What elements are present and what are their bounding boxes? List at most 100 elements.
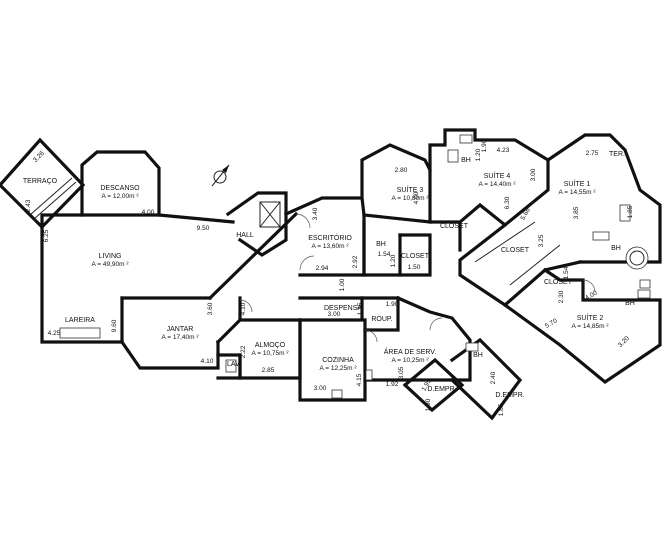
dimension: 2.30	[558, 290, 565, 303]
room-name: CLOSET	[440, 223, 469, 230]
dimension: 1.90	[481, 139, 488, 152]
room-name: SUÍTE 1	[564, 179, 591, 188]
tank	[365, 369, 373, 381]
door-almoco	[239, 299, 253, 313]
suite2-wall	[502, 267, 662, 384]
door-suite2	[582, 279, 596, 293]
room-name: TERRAÇO	[23, 178, 58, 185]
dimension: 1.20	[475, 148, 482, 161]
room-area: A = 14,55m ²	[558, 189, 596, 196]
dimension: 5.66	[520, 207, 533, 222]
room-area: A = 14,85m ²	[571, 323, 609, 330]
dimension: 3.40	[312, 207, 319, 220]
room-area: A = 13,60m ²	[311, 243, 349, 250]
dimension: 4.15	[356, 373, 363, 386]
room-name: CLOSET	[501, 247, 530, 254]
dimension: 4.23	[497, 147, 510, 154]
bh-s4-sink	[459, 134, 473, 144]
dimension: 4.10	[240, 302, 247, 315]
terraco-rail	[29, 177, 73, 216]
room-name: BH	[625, 300, 635, 307]
door-roup	[364, 329, 378, 343]
north-arrow-icon	[211, 164, 230, 187]
room-area: A = 12,25m ²	[319, 365, 357, 372]
dimension: 3.85	[573, 206, 580, 219]
dimension: 6.30	[504, 196, 511, 209]
room-name: LAREIRA	[65, 317, 95, 324]
room-name: BH	[611, 245, 621, 252]
dimension: 4.00	[142, 209, 155, 216]
room-area: A = 10,25m ²	[391, 357, 429, 364]
cozinha-sink	[331, 389, 343, 399]
bh-serv-sink	[465, 342, 479, 352]
almoco-wall	[215, 296, 242, 345]
elevator-x	[259, 201, 281, 228]
roup-wall	[360, 296, 400, 332]
room-name: ÁREA DE SERV.	[384, 347, 437, 356]
descanso-wall	[80, 150, 161, 217]
dimension: 1.20	[390, 254, 397, 267]
dimension: 3.20	[617, 335, 631, 349]
room-name: D.EMPR.	[495, 392, 524, 399]
dimension: 1.85	[627, 205, 634, 218]
bh-s2-wc	[639, 279, 651, 289]
dimension: 2.22	[240, 345, 247, 358]
room-name: HALL	[236, 232, 254, 239]
bathtub	[625, 246, 649, 270]
dimension: 2.43	[25, 199, 32, 212]
room-area: A = 14,40m ²	[478, 181, 516, 188]
room-area: A = 10,75m ²	[251, 350, 289, 357]
area-serv-wall	[363, 295, 472, 382]
room-area: A = 10,80m ²	[391, 195, 429, 202]
closet-shelf	[474, 221, 536, 263]
living-diag-wall	[207, 211, 299, 301]
dimension: 2.92	[352, 255, 359, 268]
wc-empr-wall	[402, 357, 465, 413]
suite4-wall	[428, 128, 550, 228]
room-name: D.EMPR.	[427, 386, 456, 393]
room-name: BH	[473, 352, 483, 359]
room-name: DESCANSO	[100, 185, 140, 192]
room-name: ESCRITÓRIO	[308, 233, 352, 242]
room-name: JANTAR	[167, 326, 194, 333]
dimension: 2.40	[490, 371, 497, 384]
hall-wall	[225, 191, 288, 257]
room-name: SUÍTE 4	[484, 171, 511, 180]
room-name: LAV.	[227, 361, 241, 368]
bathtub-inner	[629, 250, 645, 266]
suite1-wall	[545, 133, 662, 264]
bh-s3-wall	[362, 220, 402, 277]
room-name: ROUP.	[371, 316, 392, 323]
dimension: 2.80	[395, 167, 408, 174]
room-name: DESPENSA	[324, 305, 362, 312]
dimension: 1.00	[339, 278, 346, 291]
room-area: A = 12,00m ²	[101, 193, 139, 200]
door-escritorio	[299, 255, 315, 271]
room-name: LIVING	[99, 253, 122, 260]
dimension: 3.05	[398, 366, 405, 379]
dimension: 2.75	[586, 150, 599, 157]
bh-s1-wc	[619, 204, 631, 222]
dimension: 3.00	[328, 311, 341, 318]
dimension: 4.00	[413, 191, 420, 204]
dimension: 1.90	[425, 398, 432, 411]
escritorio-wall	[283, 196, 366, 277]
room-name: SUÍTE 3	[397, 185, 424, 194]
room-area: A = 17,40m ²	[161, 334, 199, 341]
door-hall	[295, 213, 311, 229]
living-wall	[40, 213, 235, 229]
dimension: 3.00	[314, 385, 327, 392]
dimension: 5.70	[544, 317, 559, 330]
room-name: BH	[376, 241, 386, 248]
despensa-wall	[298, 296, 364, 322]
dimension: 3.25	[538, 234, 545, 247]
dimension: 1.92	[386, 381, 399, 388]
room-name: TER.	[609, 151, 625, 158]
lav-wc	[225, 359, 237, 373]
dimension: 1.85	[498, 403, 505, 416]
door-area	[429, 317, 443, 331]
dimension: 2.85	[262, 367, 275, 374]
elevator-shaft	[259, 201, 281, 228]
suite3-wall	[360, 143, 432, 224]
